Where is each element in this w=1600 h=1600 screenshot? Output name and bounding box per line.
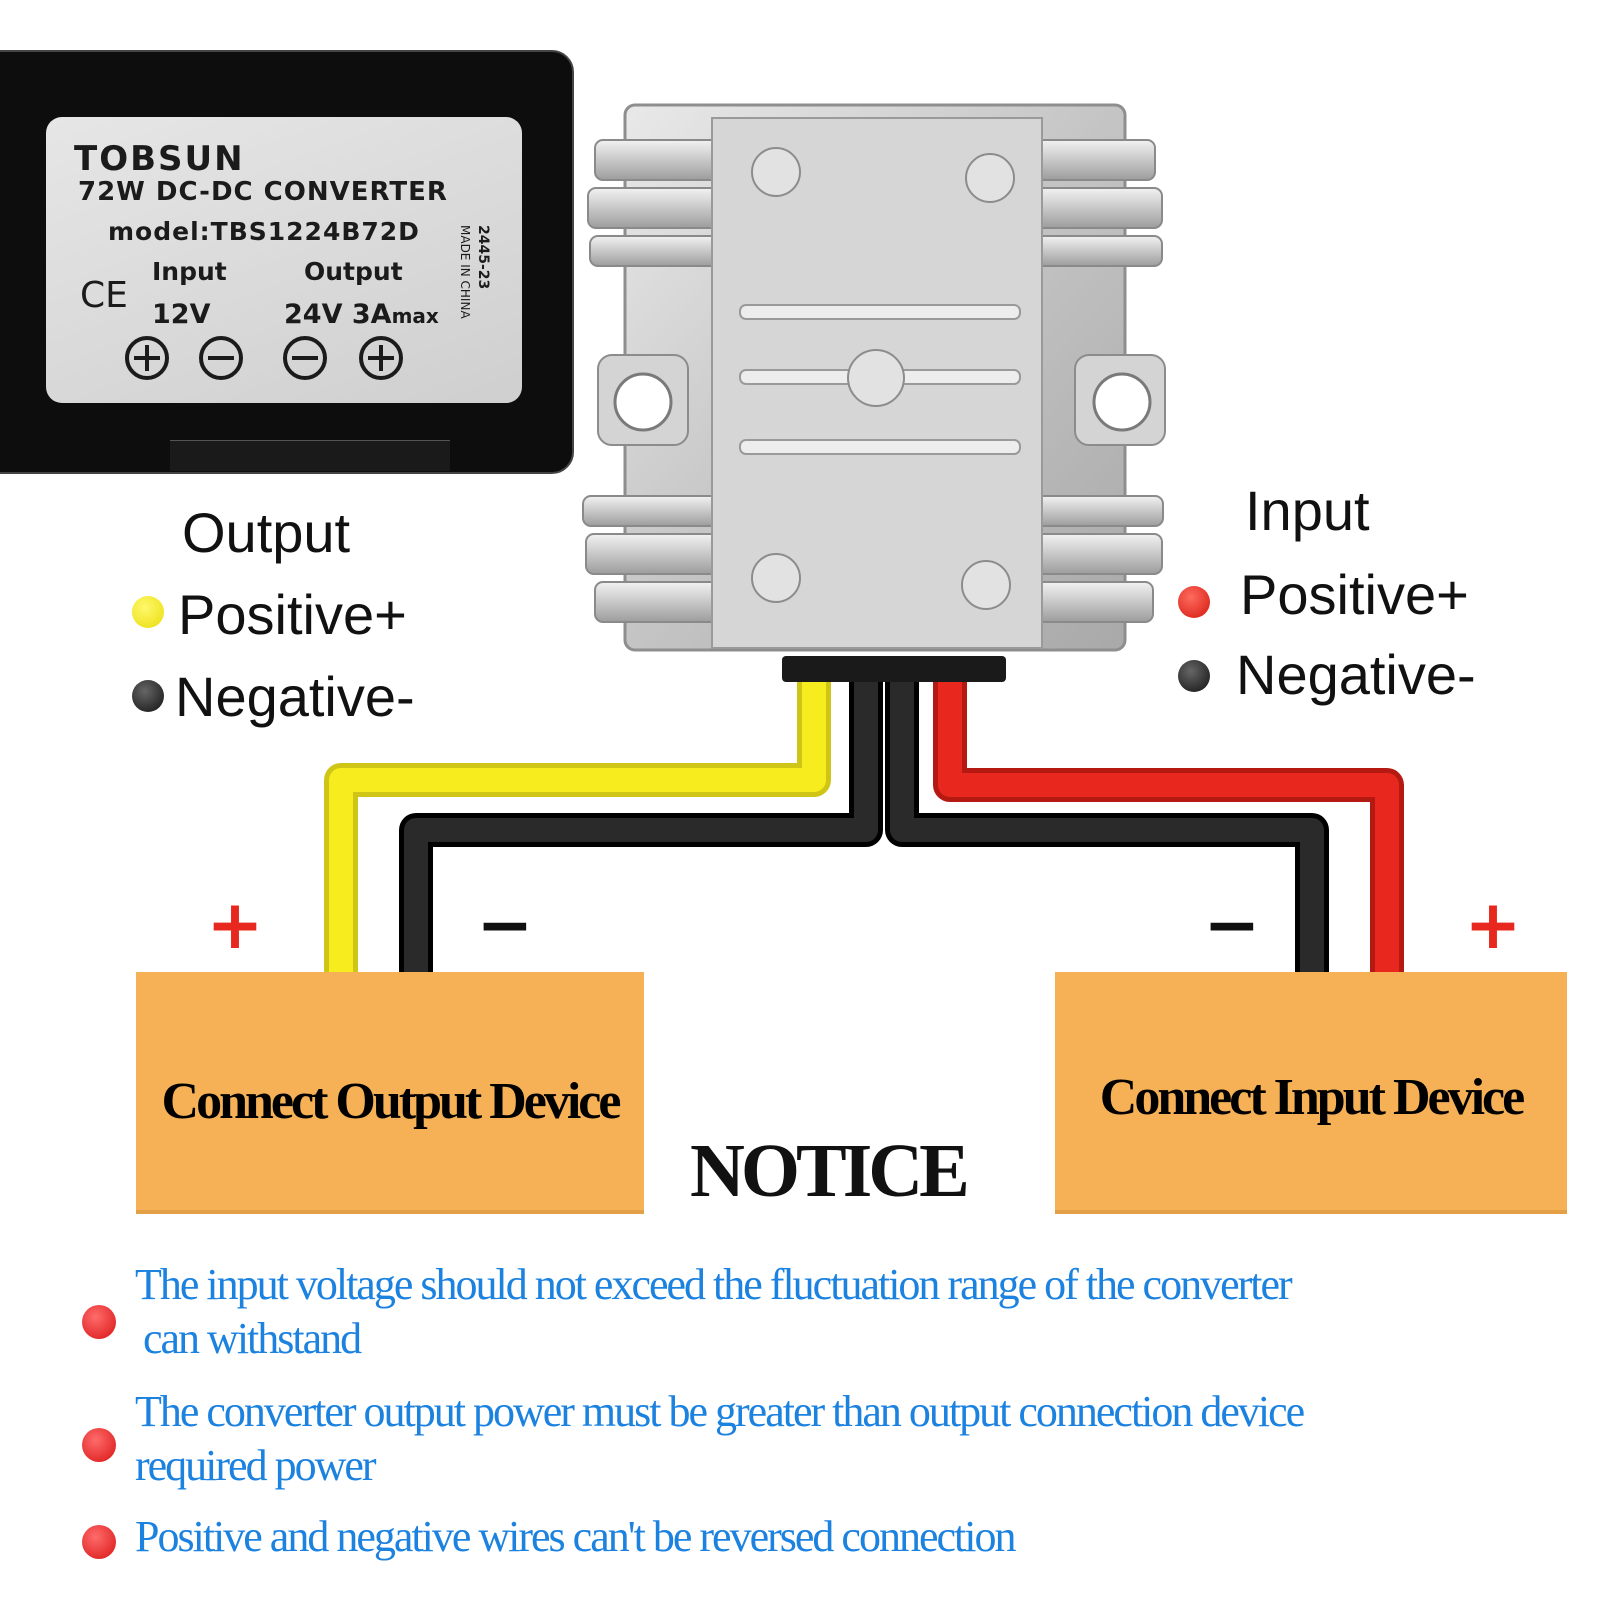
screw — [965, 153, 1015, 203]
output-negative-label: Negative- — [175, 665, 415, 728]
output-voltage: 24V 3Amax — [284, 299, 439, 330]
label-plate: TOBSUN 72W DC-DC CONVERTER model:TBS1224… — [46, 117, 522, 403]
input-black-wire-inner — [890, 682, 1324, 975]
bullet-dot-icon — [82, 1305, 116, 1339]
black-dot-icon — [132, 680, 164, 712]
yellow-dot-icon — [132, 596, 164, 628]
bullet-dot-icon — [82, 1525, 116, 1559]
screw — [751, 147, 801, 197]
screw — [847, 349, 905, 407]
batch-code: 2445-23 — [475, 225, 491, 290]
cable-grommet — [782, 656, 1006, 682]
input-voltage: 12V — [152, 299, 211, 330]
notice-item-2: The converter output power must be great… — [135, 1385, 1305, 1493]
output-black-wire-inner — [404, 682, 878, 975]
notice-item-1: The input voltage should not exceed the … — [135, 1258, 1293, 1366]
screw — [961, 560, 1011, 610]
output-device-box: Connect Output Device — [136, 972, 644, 1210]
converter-housing — [582, 103, 1166, 682]
output-voltage-value: 24V 3A — [284, 299, 392, 330]
notice-title: NOTICE — [690, 1129, 970, 1213]
label-tab — [170, 440, 450, 471]
input-minus-sign: − — [1204, 886, 1261, 965]
output-voltage-suffix: max — [391, 304, 439, 328]
output-positive-label: Positive+ — [178, 583, 407, 646]
mounting-hole — [1092, 372, 1152, 432]
input-positive-label: Positive+ — [1240, 563, 1469, 626]
bullet-dot-icon — [82, 1428, 116, 1462]
terminal-plus-icon — [359, 336, 403, 380]
notice-item-1-line1: The input voltage should not exceed the … — [135, 1260, 1293, 1309]
label-input-heading: Input — [152, 257, 227, 286]
label-side-text: 2445-23 MADE IN CHINA — [456, 225, 492, 319]
red-dot-icon — [1178, 586, 1210, 618]
notice-item-3: Positive and negative wires can't be rev… — [135, 1510, 1016, 1564]
terminal-plus-icon — [125, 336, 169, 380]
terminal-minus-icon — [199, 336, 243, 380]
screw — [751, 553, 801, 603]
output-device-label: Connect Output Device — [161, 1073, 622, 1130]
notice-item-3-line1: Positive and negative wires can't be rev… — [135, 1512, 1016, 1561]
input-device-box: Connect Input Device — [1055, 972, 1567, 1210]
black-dot-icon — [1178, 660, 1210, 692]
notice-item-2-line2: required power — [135, 1441, 377, 1490]
product-name: 72W DC-DC CONVERTER — [78, 177, 448, 207]
model-number: model:TBS1224B72D — [108, 217, 420, 246]
output-minus-sign: − — [477, 886, 534, 965]
red-wire-inner — [938, 682, 1399, 975]
input-negative-label: Negative- — [1236, 643, 1476, 706]
mounting-hole — [613, 372, 673, 432]
origin-text: MADE IN CHINA — [458, 225, 472, 319]
ce-mark: CE — [80, 275, 128, 316]
notice-item-2-line1: The converter output power must be great… — [135, 1387, 1305, 1436]
label-output-heading: Output — [304, 257, 403, 286]
brand-name: TOBSUN — [74, 139, 245, 179]
wires — [324, 682, 1404, 975]
terminal-minus-icon — [283, 336, 327, 380]
output-plus-sign: + — [207, 886, 264, 965]
yellow-wire-inner — [329, 682, 826, 975]
output-legend-title: Output — [182, 501, 351, 564]
input-plus-sign: + — [1465, 886, 1522, 965]
notice-item-1-line2: can withstand — [143, 1314, 362, 1363]
input-device-label: Connect Input Device — [1099, 1069, 1525, 1126]
input-legend-title: Input — [1245, 479, 1370, 542]
